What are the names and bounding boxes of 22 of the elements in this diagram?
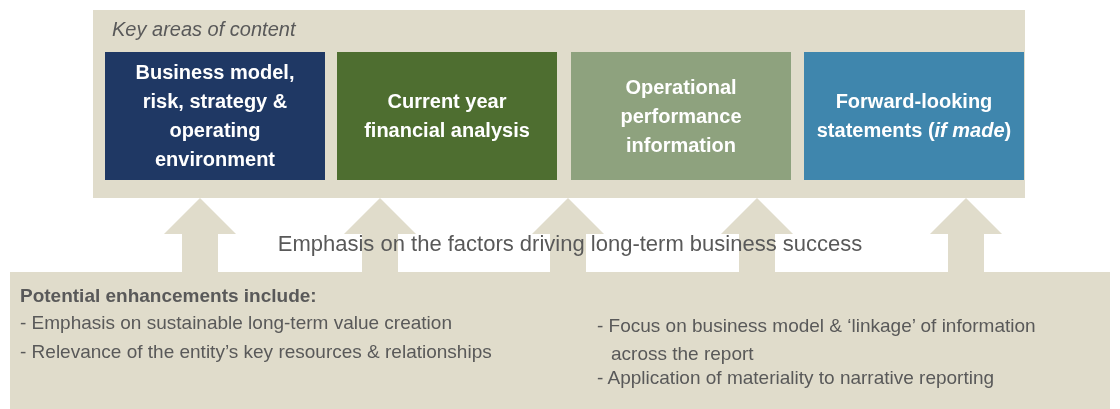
box-heading: Current year financial analysis (363, 89, 531, 143)
block-arrow (721, 198, 793, 272)
content-box (105, 52, 325, 180)
panel-heading: Potential enhancements include: (20, 285, 318, 307)
block-arrow (930, 198, 1002, 272)
panel-title: Key areas of content (112, 18, 297, 41)
box-heading: Operational performance information (619, 74, 743, 158)
emphasis-text: Emphasis on the factors driving long-term business success (276, 231, 864, 257)
box-heading: Forward-looking statements (if made) (815, 89, 1013, 143)
enhancements-panel (10, 272, 1110, 409)
bullet-text: - Focus on business model & ‘linkage’ of information across the report (597, 314, 1037, 366)
bullet-text: - Relevance of the entity’s key resources & relationships (20, 340, 493, 364)
block-arrow (532, 198, 604, 272)
content-box (337, 52, 557, 180)
bullet-text: - Emphasis on sustainable long-term value creation (20, 312, 453, 334)
bullet-text: - Application of materiality to narrative reporting (597, 367, 996, 389)
block-arrow (344, 198, 416, 272)
content-box (571, 52, 791, 180)
box-heading: Business model, risk, strategy & operating environment (134, 60, 296, 172)
block-arrow (164, 198, 236, 272)
content-box (804, 52, 1024, 180)
content-panel (93, 10, 1025, 198)
